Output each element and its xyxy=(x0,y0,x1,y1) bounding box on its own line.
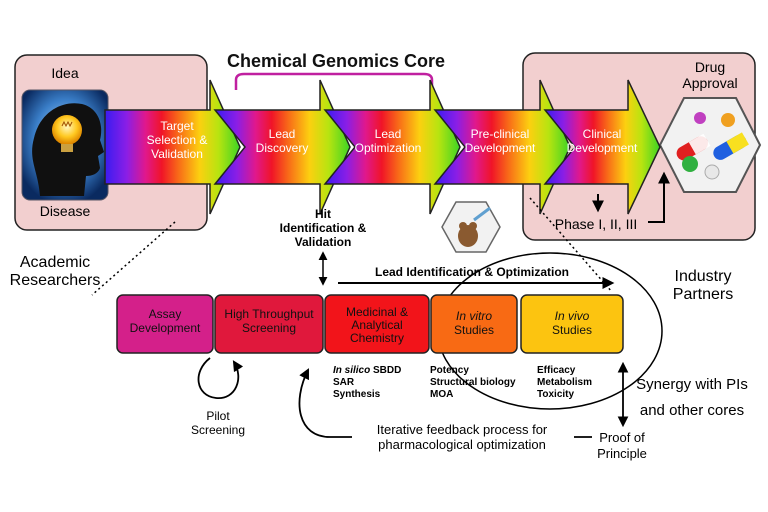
stage-label-hts-2: Screening xyxy=(242,321,296,335)
pipeline-label-4a: Pre-clinical xyxy=(471,127,530,141)
pipeline-label-5b: Development xyxy=(567,141,638,155)
stage-box-chemistry xyxy=(324,294,430,354)
pipeline-arrow-3 xyxy=(323,79,461,215)
pipeline-label-5a: Clinical xyxy=(583,127,622,141)
feedback-arrow xyxy=(298,368,592,438)
stage-label-chem-1: Medicinal & xyxy=(346,305,408,319)
lightbulb-head-icon xyxy=(21,89,109,201)
hit-label-1: Hit xyxy=(315,207,331,221)
pilot-loop-arrow xyxy=(197,357,244,399)
title-bracket xyxy=(234,72,434,90)
left-dotted-connector xyxy=(91,221,176,296)
proof-label-1: Proof of xyxy=(599,430,645,445)
academic-label-2: Researchers xyxy=(10,272,101,289)
stage-label-assay-1: Assay xyxy=(149,307,182,321)
stage-label-chem-2: Analytical xyxy=(351,318,402,332)
industry-label-1: Industry xyxy=(675,268,732,285)
stage-label-hts-1: High Throughput xyxy=(224,307,314,321)
pipeline-label-1c: Validation xyxy=(151,147,203,161)
pipeline-label-1b: Selection & xyxy=(147,133,208,147)
hit-label-2: Identification & xyxy=(280,221,367,235)
drug-approval-line2: Approval xyxy=(682,75,737,91)
vitro-note-3: MOA xyxy=(430,389,453,400)
pilot-label-2: Screening xyxy=(191,423,245,437)
stage-label-invitro-1: In vitro xyxy=(456,309,492,323)
lead-id-label: Lead Identification & Optimization xyxy=(375,265,569,279)
vitro-note-2: Structural biology xyxy=(430,377,516,388)
vivo-note-2: Metabolism xyxy=(537,377,592,388)
idea-label: Idea xyxy=(51,65,78,81)
stage-label-invivo-1: In vivo xyxy=(555,309,590,323)
phase-up-arrow xyxy=(648,171,670,223)
pipeline-label-1a: Target xyxy=(160,119,194,133)
pipeline-arrow-2 xyxy=(213,79,351,215)
pilot-label-1: Pilot xyxy=(206,409,230,423)
stage-box-assay xyxy=(116,294,214,354)
feedback-label-bg xyxy=(352,421,574,453)
synergy-label-2: and other cores xyxy=(640,402,744,419)
pipeline-label-2a: Lead xyxy=(269,127,296,141)
stage-box-hts xyxy=(214,294,324,354)
title: Chemical Genomics Core xyxy=(227,51,445,71)
academic-label-1: Academic xyxy=(20,254,90,271)
vivo-note-3: Toxicity xyxy=(537,389,574,400)
stage-label-invitro-2: Studies xyxy=(454,323,494,337)
stage-label-chem-3: Chemistry xyxy=(350,331,404,345)
feedback-label-2: pharmacological optimization xyxy=(378,437,546,452)
proof-label-2: Principle xyxy=(597,446,647,461)
synergy-label-1: Synergy with PIs xyxy=(636,376,748,393)
pipeline-label-2b: Discovery xyxy=(256,141,309,155)
vivo-note-1: Efficacy xyxy=(537,365,576,376)
vitro-note-1: Potency xyxy=(430,365,469,376)
mouse-icon xyxy=(441,201,501,253)
chem-note-1: In silico SBDD xyxy=(333,365,401,376)
pipeline-label-3a: Lead xyxy=(375,127,402,141)
industry-label-2: Partners xyxy=(673,286,733,303)
pipeline-arrow-4 xyxy=(433,79,571,215)
pills-icon xyxy=(658,97,762,193)
phase-label: Phase I, II, III xyxy=(555,216,637,232)
disease-label: Disease xyxy=(40,203,91,219)
drug-approval-line1: Drug xyxy=(695,59,725,75)
stage-label-assay-2: Development xyxy=(130,321,201,335)
chem-note-2: SAR xyxy=(333,377,355,388)
right-dotted-connector xyxy=(529,197,613,293)
stage-boxes xyxy=(116,294,624,354)
feedback-label-1: Iterative feedback process for xyxy=(377,422,548,437)
pipeline xyxy=(104,79,661,215)
stage-label-invivo-2: Studies xyxy=(552,323,592,337)
stage-box-invitro xyxy=(430,294,518,354)
pipeline-label-4b: Development xyxy=(465,141,536,155)
pipeline-arrow-5 xyxy=(543,79,661,215)
stage-box-invivo xyxy=(520,294,624,354)
pipeline-label-3b: Optimization xyxy=(355,141,422,155)
hit-label-3: Validation xyxy=(295,235,352,249)
chem-note-3: Synthesis xyxy=(333,389,381,400)
